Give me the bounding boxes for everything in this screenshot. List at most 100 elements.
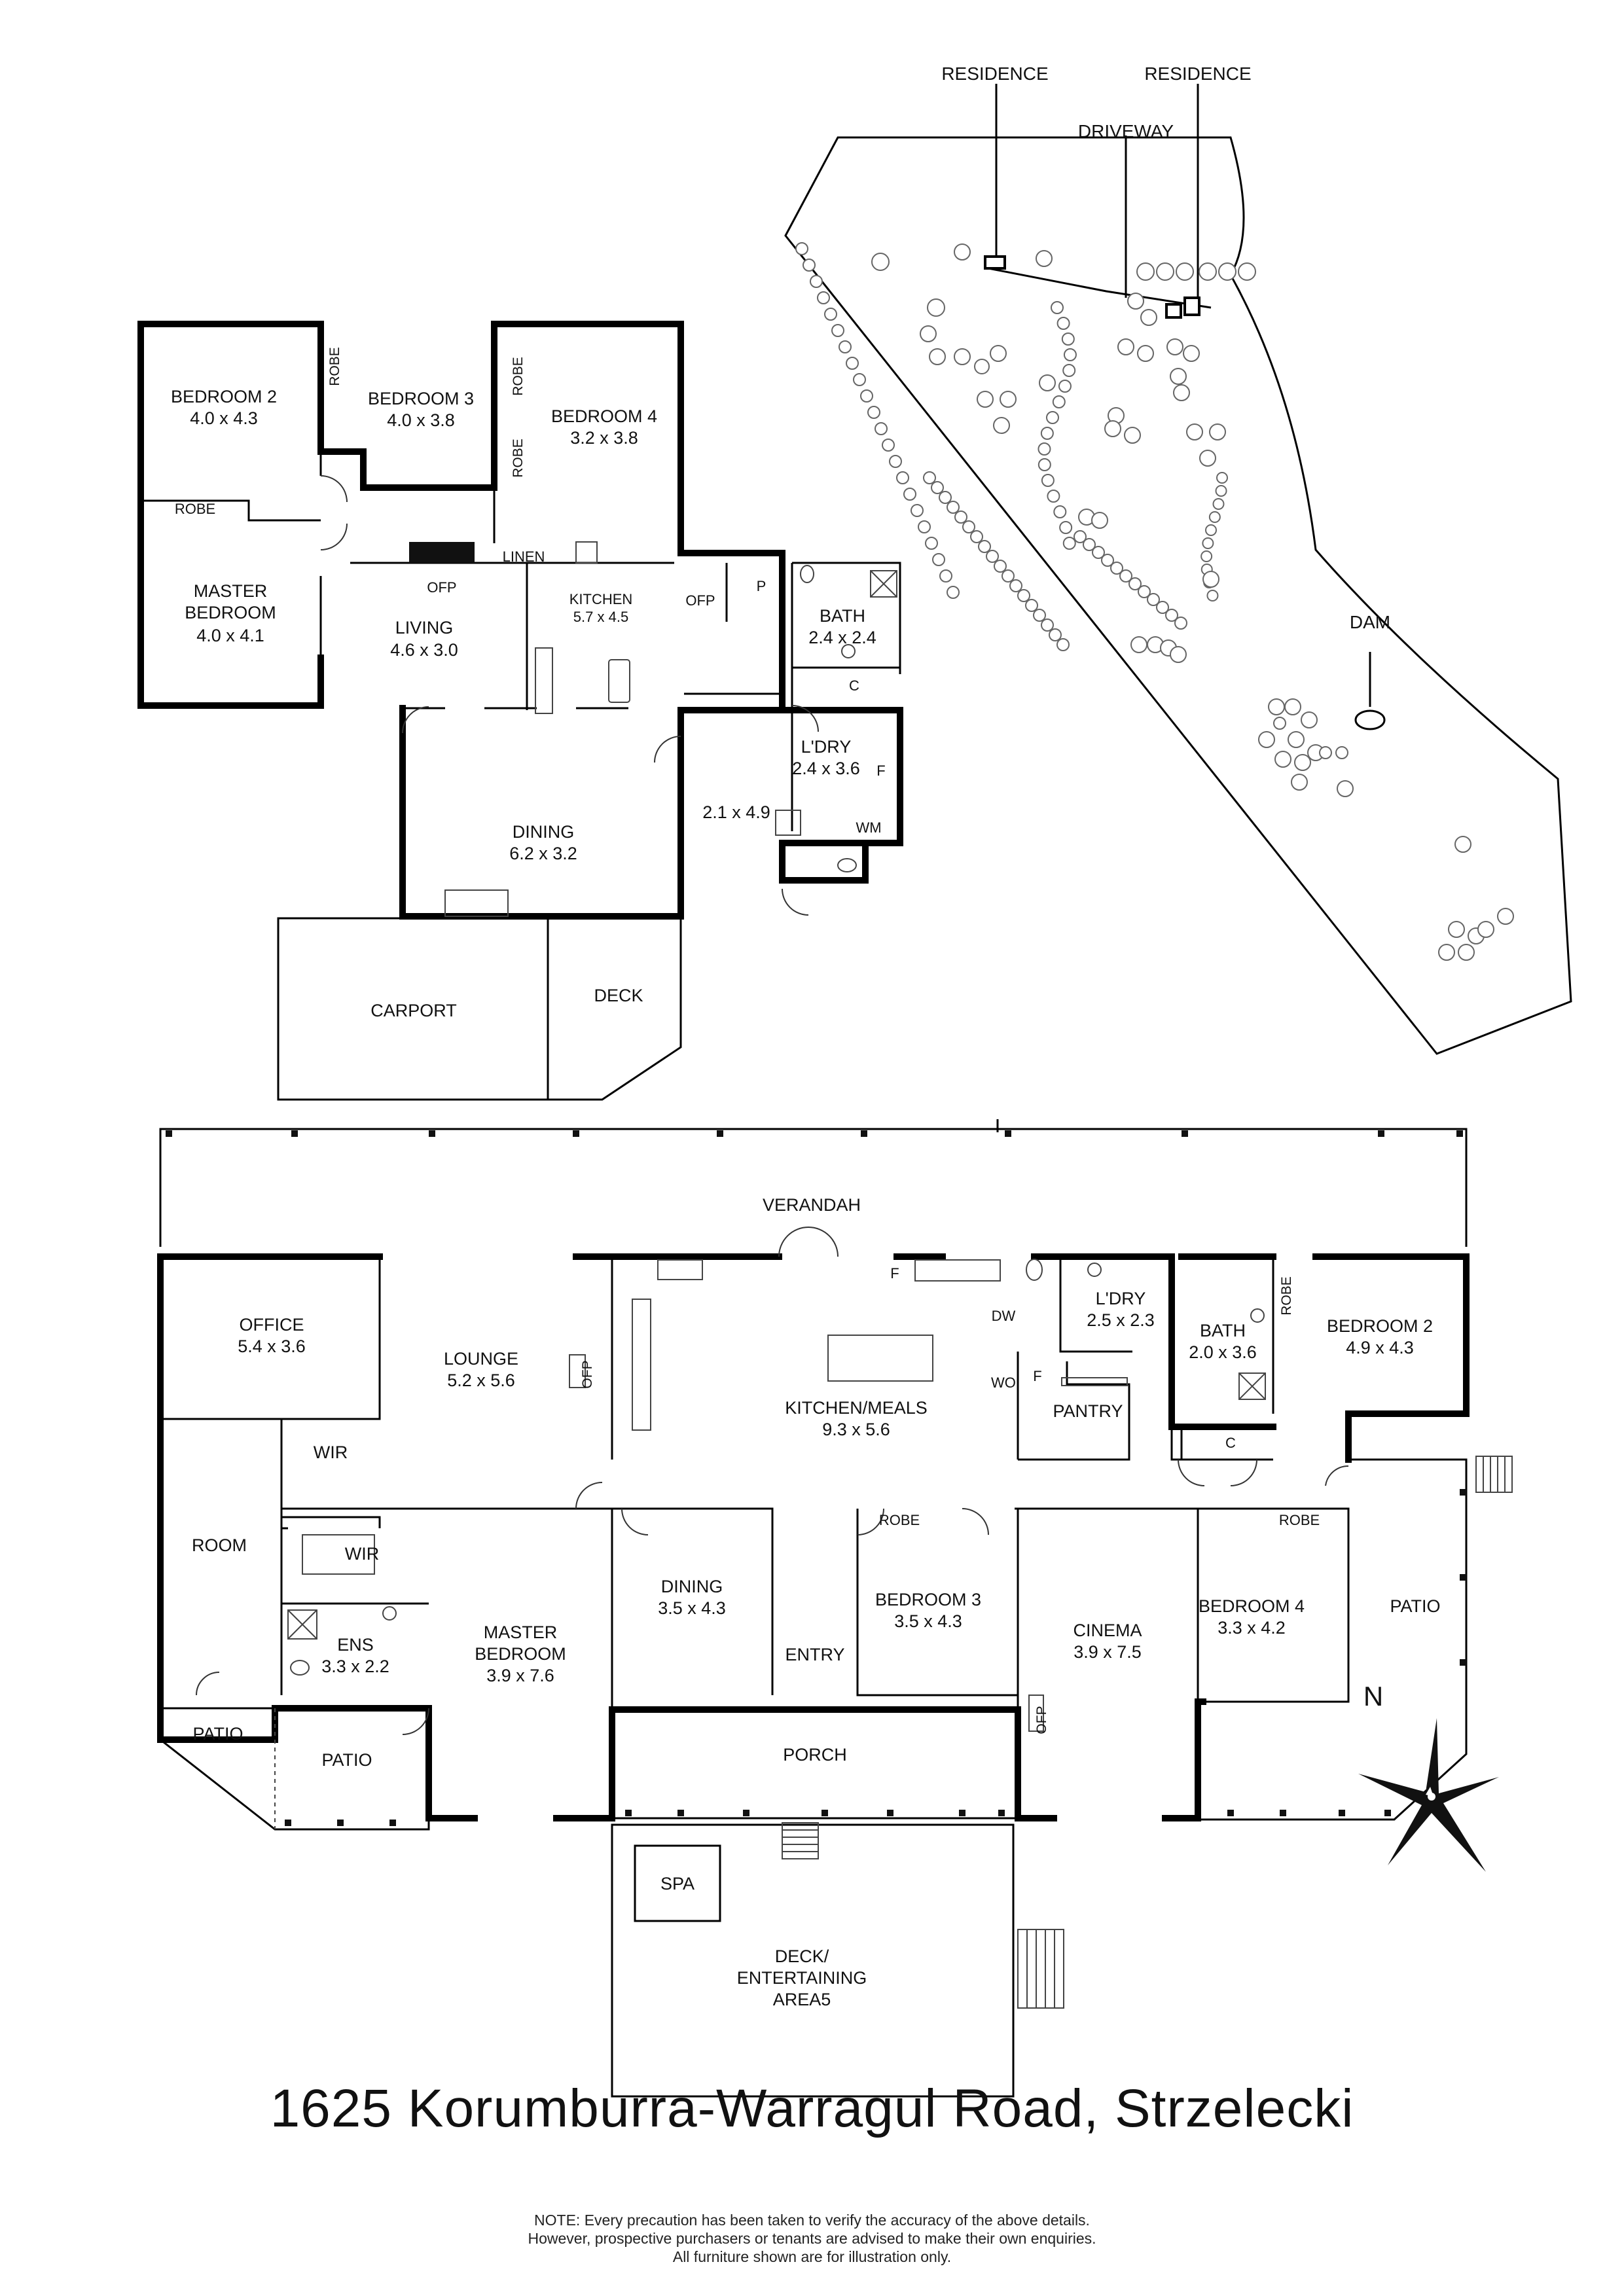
site-tree bbox=[1216, 472, 1228, 484]
spa-outline bbox=[634, 1844, 721, 1922]
verandah-post bbox=[1460, 1489, 1466, 1496]
site-tree bbox=[1039, 374, 1056, 391]
site-tree bbox=[896, 471, 909, 484]
l-ofp-lounge: OFP bbox=[580, 1360, 595, 1388]
u-bedroom4-name: BEDROOM 4 bbox=[551, 406, 657, 426]
site-tree bbox=[1091, 512, 1108, 529]
site-tree bbox=[1110, 562, 1123, 575]
site-tree bbox=[1074, 530, 1087, 543]
l-pantry-label: PANTRY bbox=[1053, 1401, 1123, 1421]
l-fridge-label-a: F bbox=[890, 1265, 899, 1282]
l-office-name: OFFICE bbox=[240, 1315, 304, 1335]
site-tree bbox=[1497, 908, 1514, 925]
site-tree bbox=[1170, 368, 1187, 385]
site-tree bbox=[1291, 774, 1308, 791]
l-spa-label: SPA bbox=[660, 1874, 695, 1893]
site-tree bbox=[929, 348, 946, 365]
site-tree bbox=[986, 550, 999, 563]
site-tree bbox=[1166, 338, 1183, 355]
property-address: 1625 Korumburra-Warragul Road, Strzeleck… bbox=[270, 2079, 1354, 2138]
note-line-3: All furniture shown are for illustration… bbox=[672, 2248, 952, 2265]
site-tree bbox=[1199, 450, 1216, 467]
u-robe-bed4-top: ROBE bbox=[511, 357, 526, 396]
upper-floor-plan: BEDROOM 2 4.0 x 4.3 BEDROOM 3 4.0 x 3.8 … bbox=[137, 321, 903, 1101]
l-bedroom3-name: BEDROOM 3 bbox=[875, 1590, 981, 1609]
deck-entertaining-area bbox=[611, 1823, 1015, 2098]
site-tree bbox=[1136, 262, 1155, 281]
verandah-post bbox=[1460, 1659, 1466, 1666]
lower-floor-plan: VERANDAH OFFICE 5.4 x 3.6 LOUNGE 5.2 x 5… bbox=[157, 1119, 1513, 2098]
site-tree bbox=[920, 325, 937, 342]
residence-label-a: RESIDENCE bbox=[941, 63, 1048, 84]
l-bath-size: 2.0 x 3.6 bbox=[1189, 1342, 1257, 1362]
site-tree bbox=[974, 359, 990, 374]
site-tree bbox=[978, 540, 991, 553]
site-tree bbox=[1017, 589, 1030, 602]
site-tree bbox=[1174, 617, 1187, 630]
site-tree bbox=[1056, 638, 1070, 651]
site-tree bbox=[1458, 944, 1475, 961]
l-robe-bed4: ROBE bbox=[1279, 1512, 1320, 1528]
l-deck-label-3: AREA5 bbox=[773, 1990, 831, 2009]
l-office-size: 5.4 x 3.6 bbox=[238, 1336, 306, 1356]
l-patio-left-label: PATIO bbox=[192, 1724, 243, 1744]
site-tree bbox=[947, 501, 960, 514]
verandah-post bbox=[717, 1130, 723, 1137]
l-lounge-size: 5.2 x 5.6 bbox=[447, 1371, 515, 1390]
site-tree bbox=[918, 520, 931, 533]
site-tree bbox=[1209, 423, 1226, 440]
site-tree bbox=[1438, 944, 1455, 961]
l-patio-ens-label: PATIO bbox=[321, 1750, 372, 1770]
u-hall-size: 2.1 x 4.9 bbox=[702, 802, 770, 822]
site-tree bbox=[795, 242, 808, 255]
dam-label: DAM bbox=[1350, 612, 1390, 632]
site-tree bbox=[1049, 628, 1062, 641]
site-tree bbox=[1206, 590, 1219, 601]
site-tree bbox=[1284, 698, 1301, 715]
site-tree bbox=[1137, 345, 1154, 362]
site-tree bbox=[1041, 474, 1055, 487]
note-line-2: However, prospective purchasers or tenan… bbox=[528, 2230, 1096, 2247]
site-tree bbox=[1200, 550, 1213, 562]
verandah-post bbox=[1456, 1130, 1463, 1137]
u-kitchen-size: 5.7 x 4.5 bbox=[573, 609, 628, 625]
site-tree bbox=[927, 298, 945, 317]
site-tree bbox=[1036, 250, 1053, 267]
u-bedroom4-size: 3.2 x 3.8 bbox=[570, 428, 638, 448]
u-dining-name: DINING bbox=[513, 822, 575, 842]
verandah-post bbox=[166, 1130, 172, 1137]
u-bath-name: BATH bbox=[820, 606, 865, 626]
site-tree bbox=[1128, 577, 1142, 590]
verandah-post bbox=[1227, 1810, 1234, 1816]
l-bedroom2-size: 4.9 x 4.3 bbox=[1346, 1338, 1414, 1357]
l-ens-size: 3.3 x 2.2 bbox=[321, 1657, 389, 1676]
site-tree bbox=[911, 504, 924, 517]
site-tree bbox=[954, 511, 967, 524]
u-master-size: 4.0 x 4.1 bbox=[196, 626, 264, 645]
l-verandah-label: VERANDAH bbox=[763, 1195, 861, 1215]
l-wo-label: WO bbox=[991, 1374, 1016, 1391]
compass-rose: N bbox=[1358, 1681, 1499, 1872]
site-tree bbox=[1140, 309, 1157, 326]
site-tree bbox=[846, 357, 859, 370]
u-living-name: LIVING bbox=[395, 618, 454, 637]
verandah-post bbox=[291, 1130, 298, 1137]
site-tree bbox=[903, 488, 916, 501]
l-deck-label-2: ENTERTAINING bbox=[737, 1968, 867, 1988]
l-master-name2: BEDROOM bbox=[475, 1644, 566, 1664]
site-tree bbox=[947, 586, 960, 599]
verandah-post bbox=[625, 1810, 632, 1816]
verandah-post bbox=[1280, 1810, 1286, 1816]
site-tree bbox=[1009, 579, 1022, 592]
compass-north-label: N bbox=[1363, 1681, 1383, 1712]
site-tree bbox=[1199, 262, 1217, 281]
site-tree bbox=[1454, 836, 1471, 853]
u-master-name2: BEDROOM bbox=[185, 603, 276, 622]
site-tree bbox=[1047, 490, 1060, 503]
u-deck-label: DECK bbox=[594, 986, 643, 1005]
site-tree bbox=[1202, 537, 1214, 549]
site-tree bbox=[954, 243, 971, 260]
verandah-post bbox=[959, 1810, 965, 1816]
u-bedroom2-size: 4.0 x 4.3 bbox=[190, 408, 258, 428]
site-tree bbox=[1218, 262, 1236, 281]
